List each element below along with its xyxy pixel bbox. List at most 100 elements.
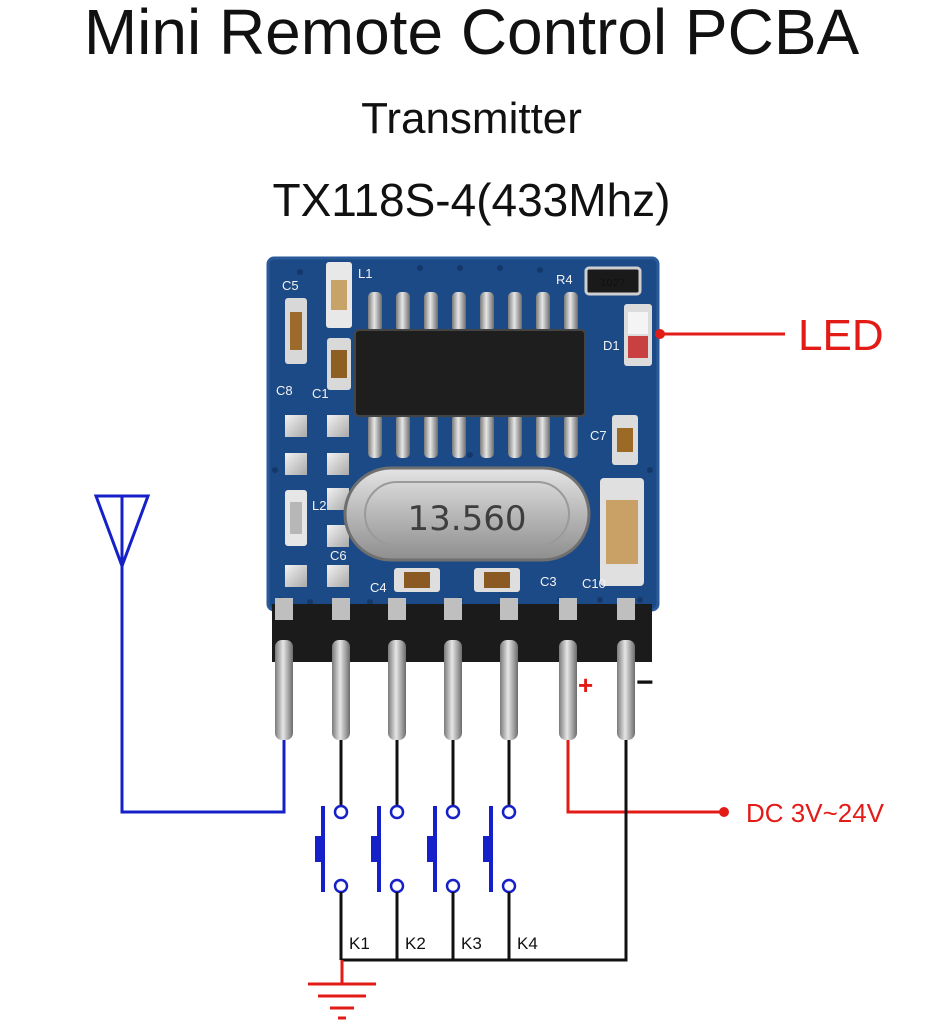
header-pin (332, 640, 350, 740)
antenna-icon (93, 494, 151, 571)
antenna (93, 494, 286, 814)
via (647, 467, 653, 473)
header-pin (444, 640, 462, 740)
silk-d1: D1 (603, 338, 620, 353)
silk-l2: L2 (312, 498, 326, 513)
button-contact (445, 878, 461, 894)
smd-components (285, 262, 652, 592)
button-contact (333, 804, 349, 820)
silkscreen-labels: C5 L1 R4 D1 C8 C1 C7 L2 C6 C4 C3 C10 102… (276, 266, 625, 595)
minus-sign: − (636, 666, 654, 699)
header-pin (275, 640, 293, 740)
button-labels: K1 K2 K3 K4 (349, 934, 538, 953)
ic-pins-top (368, 292, 578, 332)
button-contact (333, 878, 349, 894)
ic-chip (354, 329, 586, 417)
via (637, 597, 643, 603)
page-title: Mini Remote Control PCBA (83, 0, 860, 68)
ic-pin (368, 414, 382, 458)
plus-sign: + (578, 670, 593, 700)
silk-c6: C6 (330, 548, 347, 563)
pad-4 (327, 453, 349, 475)
ic-pin (480, 292, 494, 332)
crystal-oscillator: 13.560 (343, 466, 591, 562)
ground-icon (308, 960, 376, 1020)
ic-pin (564, 292, 578, 332)
button-label-k1: K1 (349, 934, 370, 953)
via (537, 267, 543, 273)
via (417, 265, 423, 271)
ic-pin (508, 414, 522, 458)
component-r4 (584, 266, 642, 296)
power-wire (566, 740, 729, 817)
ic-pin (480, 414, 494, 458)
via (367, 599, 373, 605)
pad-2 (327, 415, 349, 437)
ic-pin (536, 292, 550, 332)
header-pin-top (617, 598, 635, 620)
led-label: LED (798, 311, 884, 360)
button-contact (445, 804, 461, 820)
model-number: TX118S-4(433Mhz) (272, 174, 671, 226)
button-label-k3: K3 (461, 934, 482, 953)
pad-3 (285, 453, 307, 475)
power-label: DC 3V~24V (746, 798, 885, 828)
header-pin-top (332, 598, 350, 620)
header-pin-top (444, 598, 462, 620)
ic-pin (368, 292, 382, 332)
ic-pins-bottom (368, 414, 578, 458)
silk-c8: C8 (276, 383, 293, 398)
resistor-code: 1027 (600, 278, 625, 289)
ic-pin (452, 292, 466, 332)
button-contact (389, 878, 405, 894)
ic-pin (508, 292, 522, 332)
header-pin (388, 640, 406, 740)
page-subtitle: Transmitter (361, 94, 582, 143)
pad-6 (327, 525, 349, 547)
silk-c1: C1 (312, 386, 329, 401)
header-pin-top (559, 598, 577, 620)
header-pin (559, 640, 577, 740)
ic-pin (424, 414, 438, 458)
button-actuator (315, 836, 323, 862)
button-contact (501, 878, 517, 894)
button-label-k2: K2 (405, 934, 426, 953)
pad-8 (327, 565, 349, 587)
pad-1 (285, 415, 307, 437)
ic-pin (536, 414, 550, 458)
ic-pin (424, 292, 438, 332)
header-pin (500, 640, 518, 740)
silk-l1: L1 (358, 266, 372, 281)
header-pin-top (275, 598, 293, 620)
silk-c3: C3 (540, 574, 557, 589)
ic-pin (564, 414, 578, 458)
pad-5 (327, 488, 349, 510)
silk-r4: R4 (556, 272, 573, 287)
via (307, 599, 313, 605)
silk-c10: C10 (582, 576, 606, 591)
via (297, 269, 303, 275)
button-actuator (427, 836, 435, 862)
crystal-marking: 13.560 (408, 499, 527, 539)
silk-c5: C5 (282, 278, 299, 293)
header-pins (275, 598, 635, 740)
via (272, 467, 278, 473)
button-contact (389, 804, 405, 820)
silk-c7: C7 (590, 428, 607, 443)
via (597, 597, 603, 603)
silk-c4: C4 (370, 580, 387, 595)
via (497, 265, 503, 271)
header-pin-top (500, 598, 518, 620)
led-callout (655, 329, 785, 339)
pad-7 (285, 565, 307, 587)
button-actuator (371, 836, 379, 862)
ic-pin (396, 292, 410, 332)
button-label-k4: K4 (517, 934, 538, 953)
header-pin (617, 640, 635, 740)
ic-pin (452, 414, 466, 458)
button-actuator (483, 836, 491, 862)
via (457, 265, 463, 271)
button-contact (501, 804, 517, 820)
header-pin-top (388, 598, 406, 620)
